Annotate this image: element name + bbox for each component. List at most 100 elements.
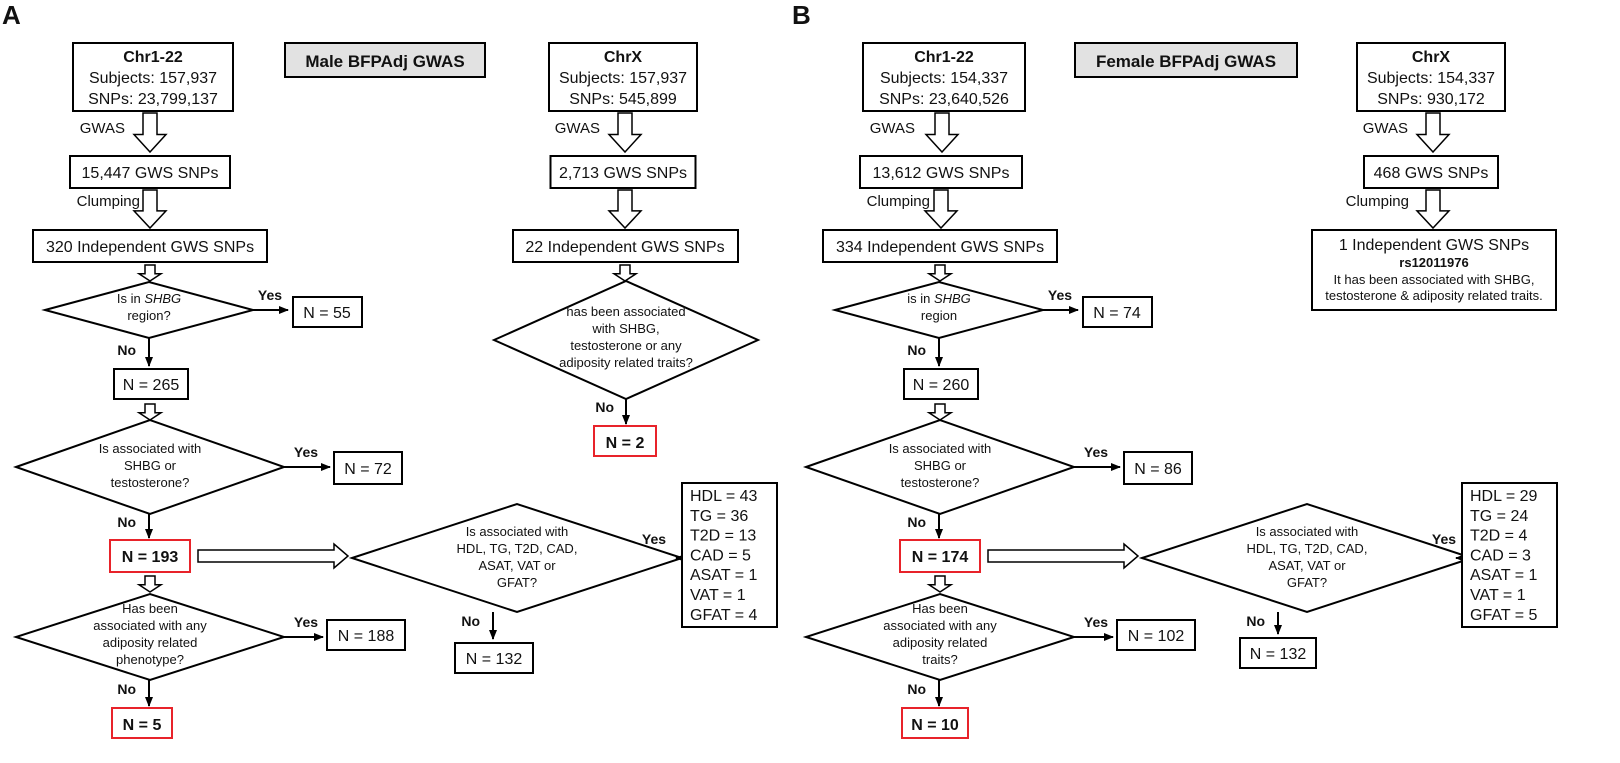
panel-a-q1-yes-box (292, 296, 363, 328)
panel-b-chrx-header: ChrX (1412, 49, 1451, 66)
panel-b-q4-yes-item4: CAD = 3 (1470, 547, 1531, 564)
panel-b-q1-yes-value: N = 74 (1093, 305, 1141, 322)
panel-b-q3-yes-value: N = 102 (1128, 628, 1185, 645)
panel-a-gwas-label: GWAS (80, 120, 125, 137)
panel-a-chrx-q-line4: adiposity related traits? (559, 355, 693, 370)
panel-b-gws-box (859, 155, 1023, 189)
panel-a-letter: A (2, 0, 21, 30)
panel-a-after-q2-box (109, 539, 191, 573)
panel-a-chr-snps: SNPs: 23,799,137 (88, 91, 218, 108)
panel-a-chr-subjects: Subjects: 157,937 (89, 70, 217, 87)
panel-b-gws: 13,612 GWS SNPs (873, 165, 1010, 182)
panel-a-q1-line1: Is in SHBG (117, 291, 181, 306)
panel-a-q2-yes-box (333, 451, 403, 485)
panel-b-chrx-header-box (1356, 42, 1506, 112)
panel-b-q1-line2: region (921, 308, 957, 323)
panel-a-chrx-clumping-arrow (607, 189, 643, 230)
panel-b-after-q1: N = 260 (913, 377, 970, 394)
panel-b-chrx-note-line1: It has been associated with SHBG, (1334, 272, 1535, 287)
panel-b-q4-line4: GFAT? (1287, 575, 1327, 590)
panel-a-q4-yes-box (681, 482, 778, 628)
panel-a-q1-gene: SHBG (144, 291, 181, 306)
panel-b-title: Female BFPAdj GWAS (1096, 52, 1276, 71)
panel-a-chrx-q-no-label: No (595, 399, 614, 415)
panel-a-gws: 15,447 GWS SNPs (82, 165, 219, 182)
panel-a-q1-no-label: No (117, 342, 136, 358)
panel-b-q3-yes-label: Yes (1084, 614, 1108, 630)
panel-a-chr-header-box (72, 42, 234, 112)
panel-a-clumping-label: Clumping (77, 193, 140, 210)
panel-a-q4-line4: GFAT? (497, 575, 537, 590)
panel-b-chr-header: Chr1-22 (914, 49, 974, 66)
panel-b-after-q2-arrow (926, 575, 954, 593)
panel-b-q4-yes-item2: TG = 24 (1470, 508, 1528, 525)
panel-b-chrx-gwas-arrow (1415, 112, 1451, 154)
panel-a-chrx-gws-box (549, 155, 697, 189)
panel-b-q4-line2: HDL, TG, T2D, CAD, (1247, 541, 1368, 556)
panel-b-indep-arrow (926, 264, 954, 282)
panel-a-clumping-arrow (132, 189, 168, 230)
panel-a-after-q2: N = 193 (122, 549, 179, 566)
panel-a-indep: 320 Independent GWS SNPs (46, 239, 254, 256)
panel-a-after-q2-arrow (136, 575, 164, 593)
panel-b-q1-yes-label: Yes (1048, 287, 1072, 303)
panel-a-chrx-q-line1: has been associated (566, 304, 685, 319)
panel-b-q4-line3: ASAT, VAT or (1268, 558, 1346, 573)
panel-a-chrx-header-box (548, 42, 698, 112)
panel-b-chrx-indep: 1 Independent GWS SNPs (1339, 237, 1529, 254)
panel-a-q3-yes-value: N = 188 (338, 628, 395, 645)
panel-b-q4-yes-box (1461, 482, 1558, 628)
panel-b-clumping-label: Clumping (867, 193, 930, 210)
panel-b-q1-line1: is in SHBG (907, 291, 971, 306)
panel-a-q2-no-label: No (117, 514, 136, 530)
panel-b-gwas-arrow (924, 112, 960, 154)
panel-a-q4-yes-item4: CAD = 5 (690, 547, 751, 564)
panel-a-chrx-snps: SNPs: 545,899 (569, 91, 677, 108)
panel-b-q3-line1: Has been (912, 601, 968, 616)
panel-b-q2-line3: testosterone? (901, 475, 980, 490)
panel-b-q4-no-box (1239, 637, 1317, 669)
panel-b-indep: 334 Independent GWS SNPs (836, 239, 1044, 256)
panel-b-chr-subjects: Subjects: 154,337 (880, 70, 1008, 87)
panel-a-q4-line1: Is associated with (466, 524, 569, 539)
panel-b-clumping-arrow (923, 189, 959, 230)
panel-b-indep-box (822, 229, 1058, 263)
panel-a-q3-line1: Has been (122, 601, 178, 616)
panel-a-q3-no-label: No (117, 681, 136, 697)
panel-b-chrx-gws-box (1363, 155, 1499, 189)
panel-a-q4-no-value: N = 132 (466, 651, 523, 668)
panel-b-q4-yes-item1: HDL = 29 (1470, 488, 1538, 505)
panel-b-chrx-indep-box (1311, 229, 1557, 311)
panel-b-chrx-subjects: Subjects: 154,337 (1367, 70, 1495, 87)
panel-a-q4-yes-label: Yes (642, 531, 666, 547)
panel-a-q3-line4: phenotype? (116, 652, 184, 667)
panel-a-q4-yes-item1: HDL = 43 (690, 488, 758, 505)
panel-a-q3-yes-box (326, 619, 406, 651)
panel-a-q2-line2: SHBG or (124, 458, 177, 473)
panel-b-q2-no-label: No (907, 514, 926, 530)
panel-b-chrx-clumping-arrow (1415, 189, 1451, 230)
panel-a-q4-no-box (454, 642, 534, 674)
panel-b-q4-yes-item6: VAT = 1 (1470, 587, 1526, 604)
panel-b-q2-yes-box (1123, 451, 1193, 485)
panel-b-chr-snps: SNPs: 23,640,526 (879, 91, 1009, 108)
panel-b-q2-line2: SHBG or (914, 458, 967, 473)
panel-a-q2-yes-label: Yes (294, 444, 318, 460)
panel-a-indep-box (32, 229, 268, 263)
panel-b-title-box (1074, 42, 1298, 78)
panel-a-chrx-indep: 22 Independent GWS SNPs (525, 239, 724, 256)
panel-b-chrx-gwas-label: GWAS (1363, 120, 1408, 137)
panel-b-final: N = 10 (911, 717, 959, 734)
panel-a-chrx-header: ChrX (604, 49, 643, 66)
panel-a-after-q1: N = 265 (123, 377, 180, 394)
panel-a-gwas-arrow (132, 112, 168, 154)
panel-b-chrx-snps: SNPs: 930,172 (1377, 91, 1485, 108)
panel-a-q4-yes-item3: T2D = 13 (690, 528, 756, 545)
panel-a-chrx-gwas-arrow (607, 112, 643, 154)
panel-a-final: N = 5 (123, 717, 162, 734)
panel-a-q3-line2: associated with any (93, 618, 207, 633)
panel-a-to-q4-arrow (197, 542, 350, 570)
panel-b-q3-line4: traits? (922, 652, 957, 667)
